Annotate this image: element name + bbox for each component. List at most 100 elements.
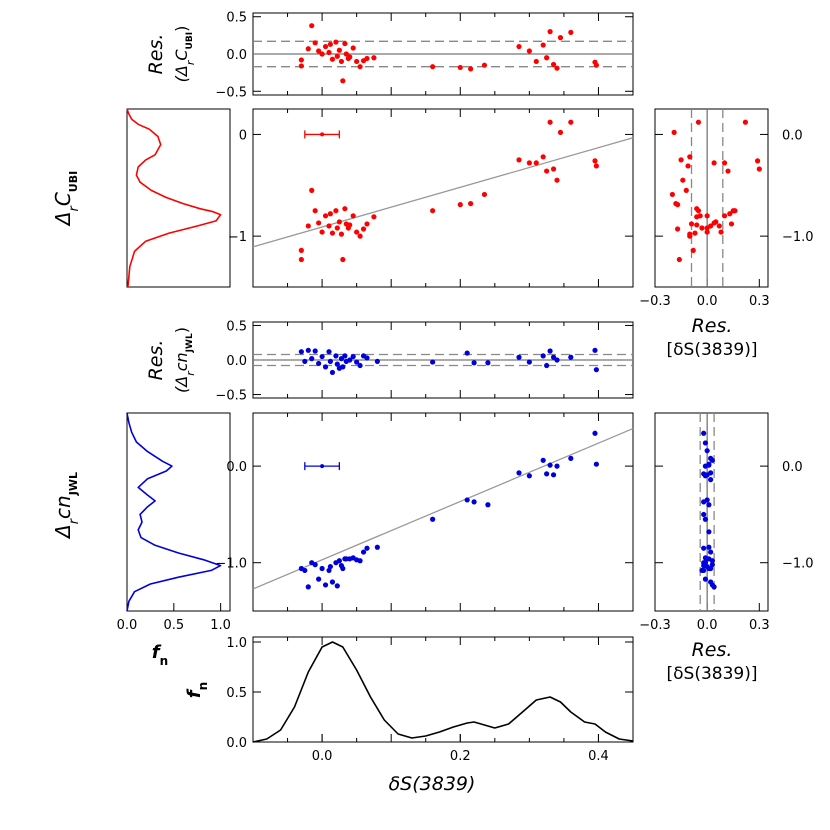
data-point	[333, 353, 339, 359]
data-point	[593, 62, 599, 68]
data-point	[364, 355, 370, 361]
data-point	[322, 582, 329, 588]
data-point	[716, 223, 722, 229]
data-point	[354, 229, 360, 235]
data-point	[544, 362, 550, 369]
data-point	[713, 219, 719, 225]
data-point	[354, 58, 360, 65]
data-point	[305, 347, 311, 353]
data-point	[550, 472, 557, 478]
data-point	[544, 55, 550, 61]
data-point	[699, 567, 705, 574]
data-point	[319, 353, 325, 360]
data-point	[669, 191, 675, 198]
data-point	[350, 45, 356, 51]
data-point	[718, 229, 724, 235]
data-point	[695, 208, 702, 214]
x-tick-label: 0.2	[450, 749, 471, 764]
data-point	[354, 359, 360, 365]
data-point	[540, 42, 546, 48]
data-point	[675, 226, 681, 232]
data-point	[756, 166, 762, 172]
data-point	[516, 470, 522, 476]
x-tick-label: 0.0	[697, 294, 718, 309]
data-point	[554, 463, 560, 469]
data-point	[430, 516, 436, 522]
y-tick-label: 0.0	[782, 460, 803, 475]
data-point	[706, 461, 712, 467]
data-point	[302, 358, 308, 364]
data-point	[357, 558, 363, 564]
data-point	[326, 223, 332, 229]
data-point	[592, 158, 598, 164]
data-point	[704, 229, 710, 235]
data-point	[540, 154, 546, 160]
data-point	[706, 502, 712, 508]
data-point	[550, 354, 557, 360]
data-point	[357, 64, 363, 70]
data-point	[701, 430, 707, 436]
distribution-curve	[252, 641, 634, 743]
data-point	[526, 359, 532, 365]
y-tick-label: 0.0	[226, 354, 247, 369]
x-tick-label: 0.4	[588, 749, 609, 764]
data-point	[704, 213, 710, 219]
data-point	[342, 353, 348, 359]
data-point	[550, 166, 557, 172]
data-point	[430, 359, 436, 365]
data-point	[557, 129, 564, 135]
data-point	[298, 63, 304, 69]
svg-text:ΔrCUBI: ΔrCUBI	[51, 171, 82, 227]
data-point	[694, 222, 700, 228]
data-point	[547, 462, 553, 468]
data-point	[357, 362, 363, 369]
data-point	[319, 565, 325, 572]
data-point	[350, 213, 356, 219]
x-tick-label: 0.0	[312, 749, 333, 764]
data-point	[371, 214, 377, 220]
data-point	[485, 502, 491, 508]
data-point	[690, 247, 696, 253]
data-point	[481, 191, 488, 198]
data-point	[468, 200, 474, 207]
data-point	[338, 58, 345, 65]
jwl-main-frame	[252, 412, 634, 612]
data-point	[708, 477, 714, 483]
jwl-residuals-ylabel: Res.	[145, 340, 167, 381]
data-point	[702, 516, 709, 522]
data-point	[568, 354, 574, 360]
data-point	[540, 457, 546, 463]
data-point	[309, 23, 315, 29]
data-point	[706, 544, 712, 550]
x-tick-label: 0.5	[163, 618, 184, 633]
data-point	[347, 222, 353, 228]
data-point	[554, 357, 560, 363]
data-point	[685, 163, 691, 169]
y-tick-label: 0	[239, 128, 247, 143]
data-point	[322, 364, 329, 370]
data-point	[711, 160, 717, 166]
y-tick-label: −1.0	[782, 230, 814, 245]
data-point	[706, 529, 712, 535]
data-point	[347, 357, 353, 363]
data-point	[704, 448, 710, 454]
data-point	[702, 440, 709, 446]
data-point	[547, 29, 553, 35]
data-point	[316, 360, 322, 367]
data-point	[327, 211, 333, 217]
data-point	[333, 208, 339, 214]
data-point	[550, 61, 557, 68]
data-point	[708, 549, 714, 555]
svg-text:(ΔrCUBI): (ΔrCUBI)	[172, 26, 197, 83]
data-point	[471, 360, 477, 366]
data-point	[526, 473, 532, 479]
data-point	[701, 563, 707, 569]
svg-text:Res.: Res.	[145, 340, 167, 381]
errorbar-point	[320, 464, 325, 469]
data-point	[334, 583, 340, 589]
data-point	[544, 168, 550, 174]
data-point	[316, 220, 322, 226]
data-point	[688, 221, 695, 227]
data-point	[329, 579, 336, 585]
right-res-label-top-2: [δS(3839)]	[667, 340, 758, 360]
